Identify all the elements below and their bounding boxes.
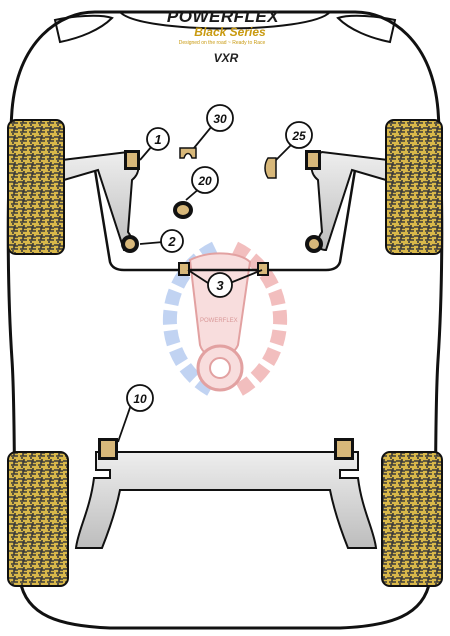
headlight-left [53,14,114,44]
callout-3: 3 [207,272,233,298]
front-subframe [93,169,357,272]
callout-30: 30 [206,104,234,132]
tyre-rear-left [7,451,69,587]
rear-beam [74,451,378,549]
svg-text:POWERFLEX: POWERFLEX [200,318,238,324]
callout-1: 1 [146,127,170,151]
svg-text:POWERFLEX: POWERFLEX [167,7,280,26]
tyre-rear-right [381,451,443,587]
part-20-bush-accent [177,205,189,215]
piston-gear-watermark: POWERFLEX [162,241,288,399]
leader-3b [229,269,263,284]
wishbone-front-bush-left-accent [127,153,137,167]
wishbone-front-bush-right-accent [308,153,318,167]
svg-text:3: 3 [216,278,224,293]
svg-text:25: 25 [291,129,306,143]
arb-bush-right-accent [259,264,267,274]
callout-20: 20 [191,166,219,194]
svg-text:30: 30 [213,112,227,126]
svg-text:Black Series: Black Series [194,25,266,39]
svg-text:2: 2 [167,234,176,249]
arb-bush-left-accent [180,264,188,274]
rear-beam-bush-left-accent [101,441,115,457]
leader-30 [193,125,213,149]
leader-25 [275,143,293,161]
callout-leaders [117,125,293,443]
leader-2 [139,241,164,245]
leader-10 [117,401,133,443]
headlight-right [336,14,397,44]
bonnet-line [119,11,331,30]
svg-text:Designed on the road ~ Ready t: Designed on the road ~ Ready to Race [179,40,266,46]
svg-text:10: 10 [133,392,147,406]
svg-text:20: 20 [197,174,212,188]
wishbone-rear-bush-left-accent [125,239,135,249]
leader-3a [187,269,209,284]
tyre-front-right [385,119,443,255]
powerflex-logo: POWERFLEX Black Series Designed on the r… [167,7,280,46]
leader-1 [139,145,153,161]
model-label: VXR [214,51,239,65]
tyre-front-left [7,119,65,255]
svg-text:1: 1 [154,132,161,147]
part-30-insert [179,147,197,159]
callout-10: 10 [126,384,154,412]
part-25-bush [264,157,277,179]
callout-25: 25 [285,121,313,149]
callout-2: 2 [160,229,184,253]
wishbone-rear-bush-right-accent [309,239,319,249]
rear-beam-bush-right-accent [337,441,351,457]
